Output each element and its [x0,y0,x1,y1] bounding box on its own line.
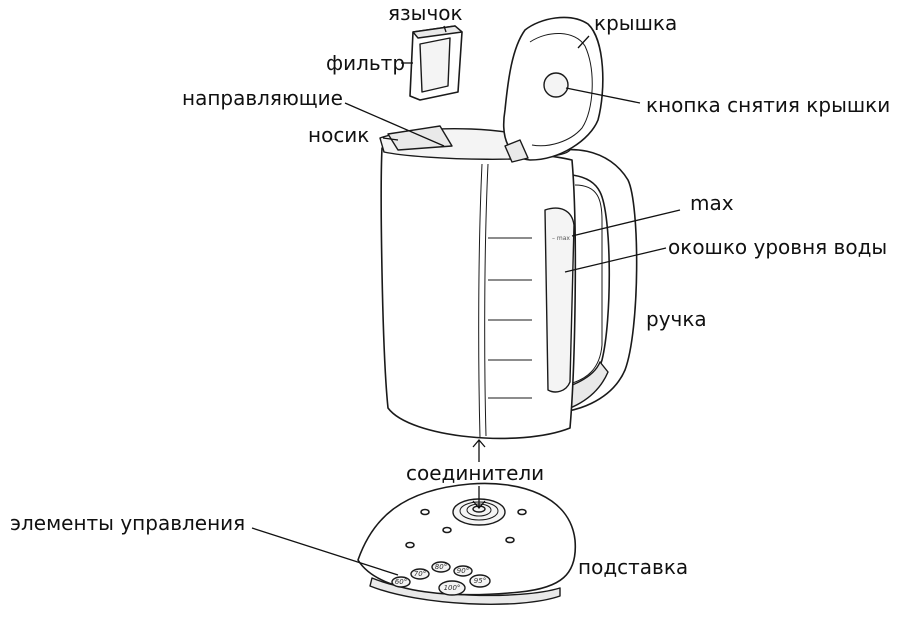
button-60-label: 60° [395,578,407,586]
button-70-label: 70° [414,570,426,578]
label-guides: направляющие [182,86,343,110]
lid [503,16,604,163]
button-70[interactable] [410,568,430,580]
label-base: подставка [578,555,688,579]
filter-tab [412,25,463,39]
window-max-mark: – max [552,235,570,242]
level-marks [488,237,532,399]
button-95-label: 95° [474,577,486,585]
label-max: max [690,191,734,215]
connector-arrows [472,439,486,509]
labels: язычок крышка фильтр кнопка снятия крышк… [10,1,890,579]
label-handle: ручка [646,307,707,331]
button-100[interactable] [438,580,466,596]
kettle-body: – max [379,125,638,440]
button-95[interactable] [469,574,491,588]
label-water-window: окошко уровня воды [668,235,887,259]
button-100-label: 100° [444,584,461,592]
label-controls: элементы управления [10,511,245,535]
button-90[interactable] [453,565,473,577]
button-90-label: 90° [457,567,469,575]
label-tab: язычок [388,1,463,25]
base: 70° 80° 90° 60° 100° 95° [357,482,577,605]
lid-release-button-shape [543,72,569,98]
leader-lines [251,25,681,576]
label-spout: носик [308,123,369,147]
label-connectors: соединители [406,461,544,485]
water-level-window [544,207,575,393]
label-lid-release-button: кнопка снятия крышки [646,93,890,117]
button-60[interactable] [391,576,411,588]
label-lid: крышка [594,11,677,35]
filter [409,25,463,101]
button-80[interactable] [431,561,451,573]
label-filter: фильтр [326,51,405,75]
button-80-label: 80° [435,563,447,571]
control-buttons: 70° 80° 90° 60° 100° 95° [391,561,491,596]
